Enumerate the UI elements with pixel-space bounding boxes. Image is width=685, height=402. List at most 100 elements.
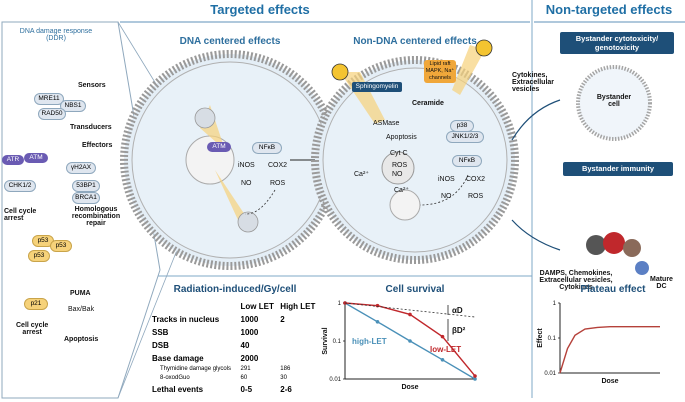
cytokines-line3: vesicles [512, 86, 540, 93]
series-point [375, 320, 380, 324]
table-cell-low: 60 [240, 375, 248, 381]
series-point [440, 334, 445, 339]
cell1-no: NO [241, 180, 252, 187]
cell2-cytc: Cyt C [390, 150, 408, 157]
table-cell-label: Lethal events [152, 385, 204, 394]
cell2-ca-in: Ca²⁺ [394, 187, 409, 194]
cell2-lipid-raft-line2: MAPK, Na⁺ [425, 68, 455, 74]
ddr-arrest2: Cell cycle arrest [16, 322, 48, 336]
ddr-arrest1: Cell cycle arrest [4, 208, 36, 222]
cell2-cox2: COX2 [466, 176, 486, 183]
damps-label: DAMPS, Chemokines, Extracellular vesicle… [536, 270, 616, 291]
cell2-ceramide: Ceramide [412, 100, 444, 107]
alpha-dashed-line [344, 302, 476, 318]
table-header-blank [150, 300, 239, 313]
table-cell-high: 2 [280, 315, 285, 324]
ddr-p53-b: p53 [50, 240, 72, 252]
cell-dna-centered [120, 50, 340, 270]
table-cell-low: 40 [240, 341, 250, 350]
ddr-arrest2-line1: Cell cycle [16, 322, 49, 329]
cell1-nfkb: NFκB [252, 142, 282, 154]
table-cell-label: Tracks in nucleus [152, 315, 220, 324]
alpha-annotation: αD [452, 306, 463, 315]
ddr-baxbak: Bax/Bak [68, 306, 95, 313]
ddr-p53-c: p53 [28, 250, 50, 262]
table-cell-high [278, 339, 320, 352]
ddr-title: DNA damage response (DDR) [6, 28, 106, 42]
cell2-ca-out: Ca²⁺ [354, 171, 369, 178]
cell2-nfkb: NFκB [452, 155, 482, 167]
cell1-atm: ATM [207, 142, 231, 152]
immune-cell-red [603, 232, 625, 254]
x-axis-label: Dose [601, 378, 618, 385]
y-tick-label: 0.1 [548, 336, 557, 342]
table-cell-label: Thymidine damage glycols [160, 366, 232, 372]
ddr-effectors: Effectors [82, 142, 113, 149]
cell2-ros: ROS [392, 162, 408, 169]
damps-line1: DAMPS, Chemokines, [539, 270, 613, 277]
ddr-p21: p21 [24, 298, 48, 310]
plateau-effect-title: Plateau effect [580, 284, 646, 295]
cell1-cox2: COX2 [268, 162, 288, 169]
cytokines-line2: Extracellular [512, 79, 555, 86]
cell2-lipid-raft-line3: channels [428, 75, 452, 81]
ddr-apoptosis: Apoptosis [64, 336, 99, 343]
ddr-mre11: MRE11 [34, 93, 64, 105]
table-cell-low: 0-5 [240, 385, 253, 394]
cytokines-arrow [511, 99, 561, 141]
cell1-beam-bottom [215, 170, 245, 220]
bystander-cell-line2: cell [608, 101, 620, 108]
ddr-chk: CHK1/2 [4, 180, 36, 192]
ddr-p53-a: p53 [32, 235, 54, 247]
table-header-low: Low LET [240, 302, 274, 311]
series-line [559, 326, 660, 374]
damps-line2: Extracellular vesicles, [539, 277, 613, 284]
bystander-cyto-banner: Bystander cytotoxicity/ genotoxicity [560, 32, 674, 54]
ddr-atr: ATR [2, 155, 24, 165]
cell2-no2: NO [441, 193, 452, 200]
y-tick-label: 0.01 [544, 371, 556, 377]
table-cell-high: 2-6 [280, 385, 292, 394]
ddr-rad50: RAD50 [38, 108, 66, 120]
cell1-vesicle-bottom [237, 211, 259, 233]
table-cell-label: SSB [152, 328, 169, 337]
damps-arrow [511, 219, 561, 251]
bystander-cyto-line2: genotoxicity [594, 43, 640, 52]
mature-dc-line2: DC [656, 283, 667, 290]
y-tick-label: 0.1 [333, 339, 342, 345]
dna-centered-header: DNA centered effects [179, 36, 281, 47]
radiation-icon-left [331, 63, 349, 81]
table-cell-high: 186 [280, 366, 291, 372]
table-cell-high [278, 352, 320, 365]
bystander-membrane [576, 65, 652, 141]
y-tick-label: 0.01 [329, 377, 341, 383]
bystander-cyto-line1: Bystander cytotoxicity/ [575, 34, 659, 43]
table-cell-label: DSB [152, 341, 169, 350]
cell2-feedback-arrow [419, 174, 469, 206]
series-point [408, 339, 412, 343]
ddr-hr-line3: repair [86, 220, 106, 227]
series-point [473, 377, 477, 381]
table-cell-high [278, 326, 320, 339]
cell2-sphingomyelin: Sphingomyelin [352, 82, 402, 92]
cell2-no: NO [392, 171, 403, 178]
y-tick-label: 1 [553, 301, 557, 307]
ddr-transducers: Transducers [70, 124, 112, 131]
ddr-hr: Homologous recombination repair [68, 206, 124, 227]
bystander-cell-label: Bystander cell [592, 94, 636, 108]
series-point [473, 374, 477, 378]
cell2-lipid-raft-line1: Lipid raft [429, 61, 451, 67]
cell2-jnk: JNK1/2/3 [446, 131, 484, 143]
cytokines-line1: Cytokines, [512, 72, 548, 79]
ddr-title-line2: (DDR) [46, 35, 66, 42]
non-dna-centered-header: Non-DNA centered effects [353, 36, 477, 47]
ddr-hr-line1: Homologous [74, 206, 118, 213]
mature-dc-line1: Mature [650, 276, 673, 283]
cell2-nucleus [389, 189, 421, 221]
cell2-inos: iNOS [438, 176, 455, 183]
table-row: Lethal events 0-5 2-6 [150, 383, 320, 396]
non-targeted-effects-header: Non-targeted effects [545, 2, 673, 17]
